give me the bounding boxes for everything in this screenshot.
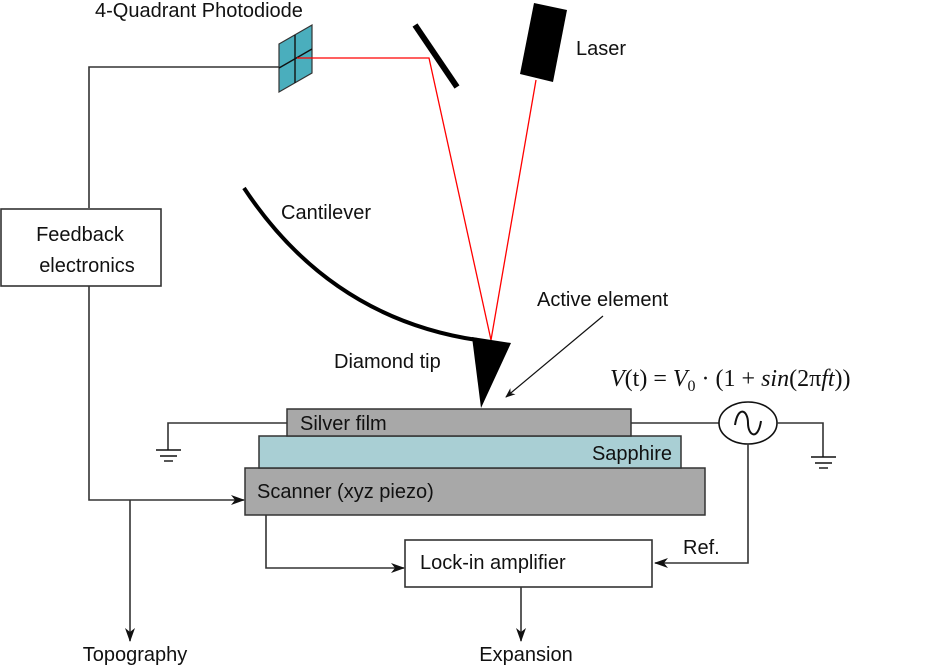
scanner-to-lockin-wire bbox=[265, 515, 405, 573]
active-element-arrow bbox=[505, 315, 604, 398]
cantilever-label: Cantilever bbox=[281, 202, 371, 224]
feedback-to-scanner-wire bbox=[88, 286, 245, 505]
eq-close: )) bbox=[835, 366, 851, 392]
lockin-label: Lock-in amplifier bbox=[420, 552, 566, 574]
eq-arg-open: (2π bbox=[789, 366, 821, 392]
feedback-label-line2: electronics bbox=[39, 255, 135, 277]
laser-beam bbox=[297, 57, 537, 341]
eq-lhs: V bbox=[610, 366, 627, 392]
scanner-label: Scanner (xyz piezo) bbox=[257, 481, 434, 503]
diamond-tip-icon bbox=[472, 337, 511, 408]
eq-sub: 0 bbox=[688, 378, 696, 395]
eq-v: V bbox=[673, 366, 690, 392]
laser-icon bbox=[520, 3, 567, 82]
ground-icon bbox=[811, 456, 836, 469]
ground-icon bbox=[156, 449, 181, 462]
source-ground-wire bbox=[777, 422, 824, 457]
lockin-amplifier-box: Lock-in amplifier bbox=[404, 539, 653, 588]
reference-wire bbox=[654, 444, 749, 568]
feedback-electronics-box: Feedback electronics bbox=[0, 208, 162, 287]
eq-arg-var: ft bbox=[821, 366, 836, 392]
eq-dot: · (1 + bbox=[696, 366, 762, 392]
topography-label: Topography bbox=[83, 644, 188, 666]
photodiode-icon bbox=[278, 23, 313, 94]
diamond-tip-label: Diamond tip bbox=[334, 351, 441, 373]
eq-fn: sin bbox=[761, 366, 789, 392]
expansion-label: Expansion bbox=[479, 644, 572, 666]
sapphire-block bbox=[258, 435, 682, 469]
active-element-label: Active element bbox=[537, 289, 669, 311]
photodiode-to-feedback-wire bbox=[88, 66, 279, 208]
laser-label: Laser bbox=[576, 38, 626, 60]
silver-film-label: Silver film bbox=[300, 413, 387, 435]
sapphire-label: Sapphire bbox=[592, 443, 672, 465]
feedback-label-line1: Feedback bbox=[36, 224, 125, 246]
voltage-equation: V(t) = V0 · (1 + sin(2πft)) bbox=[610, 366, 851, 395]
photodiode-label: 4-Quadrant Photodiode bbox=[95, 0, 303, 22]
eq-lhs-arg: (t) bbox=[625, 366, 648, 392]
silver-ground-wire bbox=[167, 422, 287, 450]
scanner-block bbox=[244, 467, 706, 516]
eq-equals: = bbox=[647, 366, 673, 392]
mirror-icon bbox=[412, 23, 460, 89]
cantilever-icon bbox=[242, 186, 478, 342]
ac-source-icon[interactable] bbox=[718, 401, 778, 445]
ref-label: Ref. bbox=[683, 537, 720, 559]
